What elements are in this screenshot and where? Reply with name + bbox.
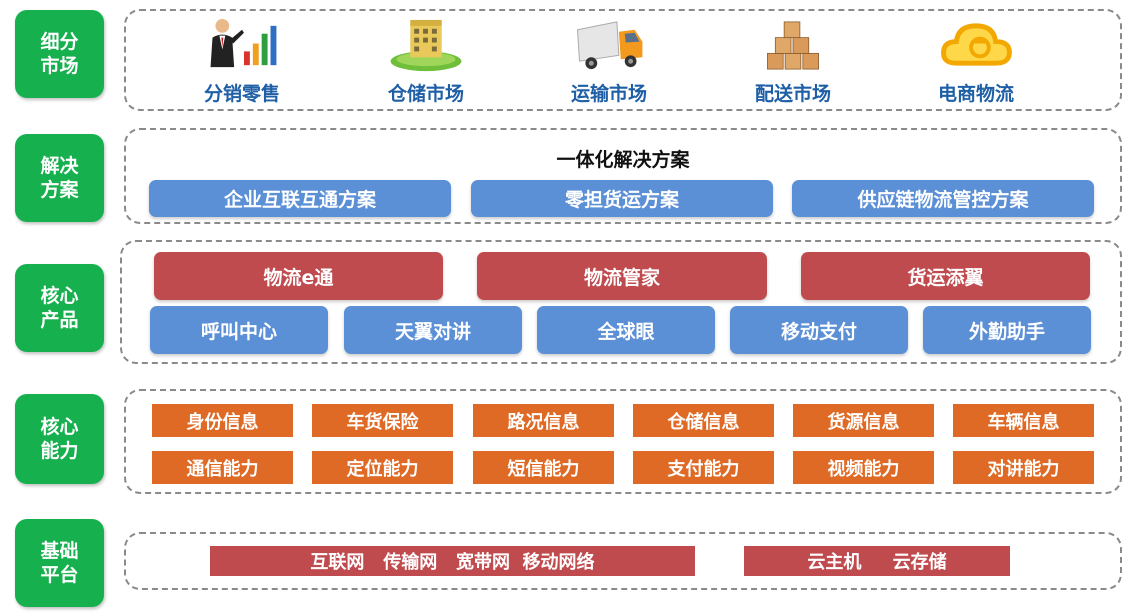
product-button: 天翼对讲 xyxy=(344,306,522,354)
product-button: 货运添翼 xyxy=(801,252,1090,300)
product-button: 移动支付 xyxy=(730,306,908,354)
side-label-market: 细分 市场 xyxy=(15,10,104,98)
side-label-line: 产品 xyxy=(40,309,79,331)
side-label-products: 核心 产品 xyxy=(15,264,104,352)
businessman-chart-icon xyxy=(210,18,277,68)
side-label-line: 核心 xyxy=(40,285,79,307)
market-panel xyxy=(124,9,1122,111)
side-label-line: 核心 xyxy=(40,416,79,438)
platform-network-bar: 互联网 传输网 宽带网 移动网络 xyxy=(210,546,695,576)
product-button: 物流管家 xyxy=(477,252,767,300)
side-label-line: 能力 xyxy=(40,440,79,462)
market-label: 配送市场 xyxy=(754,83,831,105)
side-label-line: 基础 xyxy=(40,540,79,562)
market-label: 运输市场 xyxy=(570,83,647,105)
product-button: 全球眼 xyxy=(537,306,715,354)
side-label-platform: 基础 平台 xyxy=(15,519,104,607)
platform-panel xyxy=(124,532,1122,590)
side-label-line: 细分 xyxy=(40,31,79,53)
product-button: 外勤助手 xyxy=(923,306,1091,354)
truck-icon xyxy=(577,21,643,70)
solution-button: 企业互联互通方案 xyxy=(149,180,451,217)
side-label-capabilities: 核心 能力 xyxy=(15,394,104,484)
product-button: 呼叫中心 xyxy=(150,306,328,354)
side-label-line: 市场 xyxy=(40,55,79,77)
capability-panel xyxy=(124,389,1122,494)
market-item-ecommerce: 电商物流 xyxy=(901,16,1051,106)
capability-tag: 车货保险 xyxy=(312,404,453,437)
market-label: 仓储市场 xyxy=(387,83,464,105)
capability-tag: 支付能力 xyxy=(633,451,774,484)
market-item-retail: 分销零售 xyxy=(167,16,317,106)
market-item-warehouse: 仓储市场 xyxy=(351,16,501,106)
side-label-line: 方案 xyxy=(40,179,79,201)
solution-button: 零担货运方案 xyxy=(471,180,773,217)
capability-tag: 视频能力 xyxy=(793,451,934,484)
capability-tag: 仓储信息 xyxy=(633,404,774,437)
capability-tag: 货源信息 xyxy=(793,404,934,437)
capability-tag: 通信能力 xyxy=(152,451,293,484)
capability-tag: 车辆信息 xyxy=(953,404,1094,437)
market-label: 电商物流 xyxy=(937,83,1014,105)
capability-tag: 对讲能力 xyxy=(953,451,1094,484)
boxes-icon xyxy=(767,21,819,70)
product-button: 物流e通 xyxy=(154,252,443,300)
side-label-line: 解决 xyxy=(40,155,79,177)
solution-button: 供应链物流管控方案 xyxy=(792,180,1094,217)
cloud-upload-icon xyxy=(941,23,1012,66)
market-item-transport: 运输市场 xyxy=(534,16,684,106)
capability-tag: 路况信息 xyxy=(473,404,614,437)
product-panel xyxy=(120,240,1122,364)
market-item-delivery: 配送市场 xyxy=(718,16,868,106)
side-label-solution: 解决 方案 xyxy=(15,134,104,222)
platform-cloud-bar: 云主机 云存储 xyxy=(744,546,1010,576)
capability-tag: 身份信息 xyxy=(152,404,293,437)
warehouse-icon xyxy=(390,19,462,72)
side-label-line: 平台 xyxy=(40,564,79,586)
solution-title: 一体化解决方案 xyxy=(556,149,690,171)
market-label: 分销零售 xyxy=(203,83,280,105)
capability-tag: 短信能力 xyxy=(473,451,614,484)
solution-panel xyxy=(124,128,1122,224)
capability-tag: 定位能力 xyxy=(312,451,453,484)
